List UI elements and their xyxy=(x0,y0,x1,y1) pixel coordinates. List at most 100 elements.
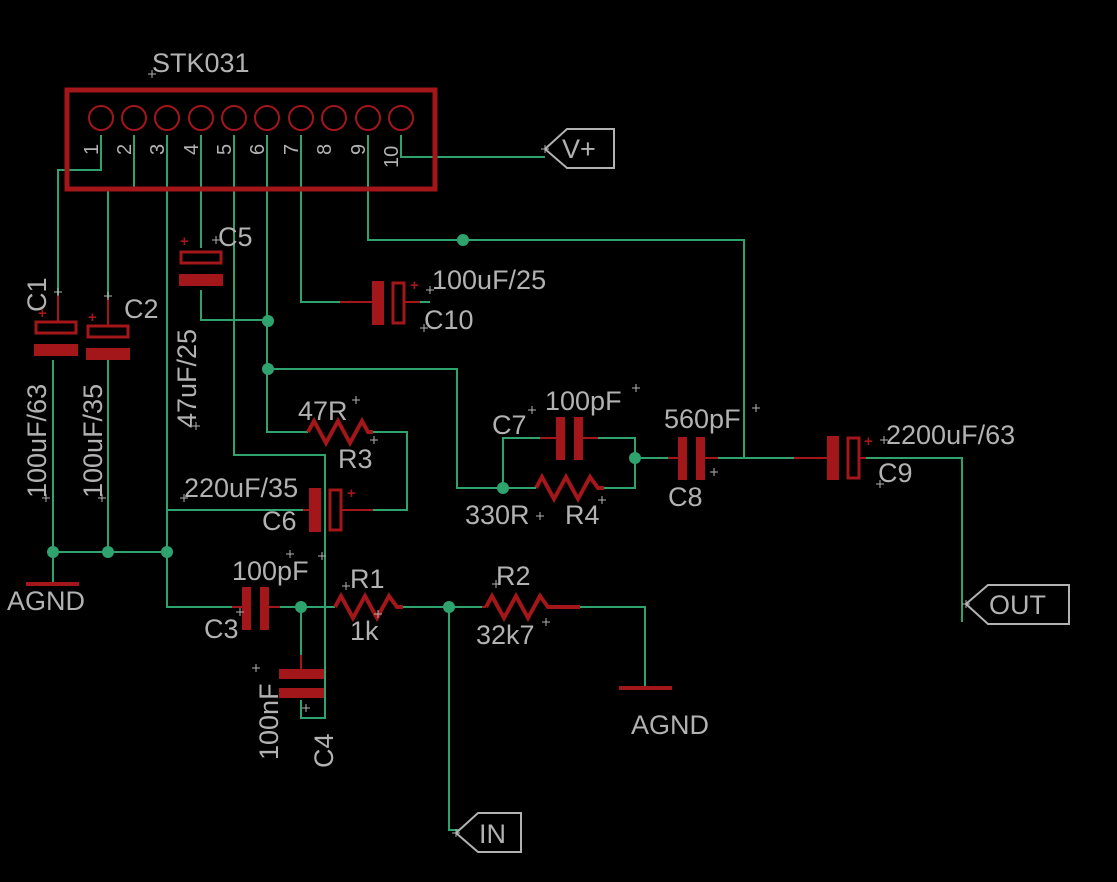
resistor-body xyxy=(333,591,403,623)
resistor-body xyxy=(306,416,373,448)
ic-stk031[interactable]: 1 2 3 4 5 6 7 8 9 10 STK031 xyxy=(64,48,438,192)
junction-dot xyxy=(262,315,274,327)
capacitor-plate-negative xyxy=(86,348,130,360)
c9-ref-label: C9 xyxy=(878,458,913,488)
capacitor-c9[interactable]: + 2200uF/63 C9 xyxy=(794,420,1015,488)
c3-ref-label: C3 xyxy=(204,614,239,644)
port-in[interactable]: IN xyxy=(454,812,522,853)
ic-pin-pad xyxy=(388,105,414,131)
c10-ref-label: C10 xyxy=(424,305,474,335)
resistor-r3[interactable]: 47R R3 xyxy=(298,396,373,474)
port-out[interactable]: OUT xyxy=(964,584,1070,625)
origin-mark xyxy=(180,494,188,502)
wire-pin10-vplus xyxy=(400,135,545,158)
origin-mark xyxy=(876,480,884,488)
polarity-plus: + xyxy=(347,485,356,502)
c5-value-label: 47uF/25 xyxy=(172,329,202,428)
wire-in xyxy=(448,607,460,831)
wire-pin9-out xyxy=(367,135,794,459)
r3-ref-label: R3 xyxy=(338,444,373,474)
r1-ref-label: R1 xyxy=(350,564,385,594)
capacitor-c8[interactable]: 560pF C8 xyxy=(664,404,741,512)
junction-dot xyxy=(161,546,173,558)
capacitor-plate-positive xyxy=(328,488,343,532)
c8-value-label: 560pF xyxy=(664,404,741,434)
port-vplus[interactable]: V+ xyxy=(543,128,615,169)
capacitor-plate xyxy=(242,587,251,630)
origin-mark xyxy=(318,552,326,560)
capacitor-c1[interactable]: + C1 100uF/63 xyxy=(22,277,78,498)
ic-pin-pad xyxy=(154,105,180,131)
origin-mark xyxy=(352,396,360,404)
origin-mark xyxy=(42,494,50,502)
capacitor-c4[interactable]: 100nF C4 xyxy=(254,655,339,768)
capacitor-c6[interactable]: + 220uF/35 C6 xyxy=(184,473,373,536)
ic-pin-number: 7 xyxy=(281,144,303,155)
ground-agnd-2: AGND xyxy=(619,686,709,740)
ic-pin-pad xyxy=(254,105,280,131)
capacitor-plate-negative xyxy=(34,344,78,356)
wire-pin1-c1 xyxy=(57,135,102,310)
origin-mark xyxy=(541,145,549,153)
wire-pin6-net xyxy=(266,135,308,433)
capacitor-c2[interactable]: + C2 100uF/35 xyxy=(78,294,159,498)
junction-dot xyxy=(47,546,59,558)
ic-pin-number: 3 xyxy=(147,144,169,155)
wire-r2-agnd xyxy=(580,606,646,687)
port-in-label: IN xyxy=(479,819,506,849)
capacitor-c3[interactable]: 100pF C3 xyxy=(204,556,309,644)
origin-mark xyxy=(148,70,156,78)
c3-value-label: 100pF xyxy=(232,556,309,586)
polarity-plus: + xyxy=(180,233,189,250)
wire-c7-right xyxy=(598,437,636,489)
resistor-r2[interactable]: R2 32k7 xyxy=(476,561,580,650)
ic-name-label: STK031 xyxy=(152,48,250,78)
junction-dot xyxy=(457,234,469,246)
capacitor-c10[interactable]: + 100uF/25 C10 xyxy=(340,265,546,335)
origin-mark xyxy=(710,468,718,476)
wire-c7-left xyxy=(502,437,540,488)
r2-value-label: 32k7 xyxy=(476,620,535,650)
c8-ref-label: C8 xyxy=(668,482,703,512)
origin-mark xyxy=(452,829,460,837)
origin-mark xyxy=(104,292,112,300)
capacitor-plate-positive xyxy=(391,281,406,325)
capacitor-plate xyxy=(556,417,565,460)
capacitor-plate-positive xyxy=(846,436,861,480)
ic-pin-pad xyxy=(88,105,114,131)
ic-pin-pad xyxy=(221,105,247,131)
junctions xyxy=(47,234,641,613)
ic-pin-pad xyxy=(288,105,314,131)
c1-ref-label: C1 xyxy=(22,277,52,312)
c2-ref-label: C2 xyxy=(124,294,159,324)
resistor-body xyxy=(534,472,604,504)
port-out-label: OUT xyxy=(989,590,1046,620)
ic-pin-number: 10 xyxy=(381,146,403,168)
capacitor-plate-negative xyxy=(372,281,384,325)
wire-c5-pin6 xyxy=(200,290,267,321)
resistor-r4[interactable]: 330R R4 xyxy=(465,472,604,530)
capacitor-c7[interactable]: 100pF C7 xyxy=(492,386,622,460)
origin-mark xyxy=(542,618,550,626)
polarity-plus: + xyxy=(38,305,47,322)
c5-ref-label: C5 xyxy=(218,222,253,252)
origin-mark xyxy=(212,236,220,244)
ic-pin-number: 2 xyxy=(114,144,136,155)
origin-mark xyxy=(252,664,260,672)
capacitor-c5[interactable]: + C5 47uF/25 xyxy=(172,222,253,428)
c4-value-label: 100nF xyxy=(254,683,284,760)
wire-pin7-c10 xyxy=(300,135,340,303)
ground-agnd-1: AGND xyxy=(7,582,85,616)
resistor-r1[interactable]: R1 1k xyxy=(333,564,403,646)
ic-pin-pad xyxy=(355,105,381,131)
c10-value-label: 100uF/25 xyxy=(432,265,546,295)
c7-ref-label: C7 xyxy=(492,410,527,440)
capacitor-plate xyxy=(279,669,324,679)
origin-mark xyxy=(342,582,350,590)
origin-mark xyxy=(632,384,640,392)
c6-ref-label: C6 xyxy=(262,506,297,536)
port-vplus-label: V+ xyxy=(562,134,596,164)
r1-value-label: 1k xyxy=(350,616,379,646)
c4-ref-label: C4 xyxy=(309,733,339,768)
